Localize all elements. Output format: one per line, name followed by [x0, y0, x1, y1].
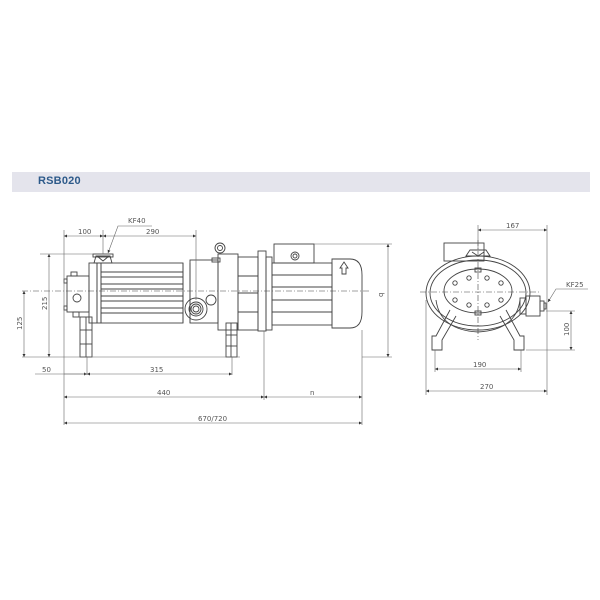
- label-dim-440: 440: [157, 389, 170, 397]
- front-view-labels: KF40 100 290 215 125 50 315 440 n 670/72…: [16, 217, 385, 423]
- front-view: [22, 242, 370, 358]
- label-dim-290: 290: [146, 228, 159, 236]
- model-header-bar: RSB020: [12, 172, 590, 192]
- label-dim-315: 315: [150, 366, 163, 374]
- label-dim-50: 50: [42, 366, 51, 374]
- side-view: [420, 240, 547, 351]
- label-dim-270: 270: [480, 383, 493, 391]
- label-kf25: KF25: [566, 281, 584, 289]
- side-view-labels: 167 KF25 100 190 270: [473, 222, 584, 391]
- label-dim-125: 125: [16, 317, 24, 330]
- label-dim-q: q: [377, 293, 385, 297]
- side-view-dimensions: [425, 225, 588, 395]
- label-dim-total: 670/720: [198, 415, 227, 423]
- label-dim-167: 167: [506, 222, 519, 230]
- label-dim-n: n: [310, 389, 314, 397]
- label-dim-100-side: 100: [563, 323, 571, 336]
- label-dim-215: 215: [41, 297, 49, 310]
- front-view-dimensions: [22, 225, 392, 425]
- label-kf40: KF40: [128, 217, 146, 225]
- model-title: RSB020: [38, 175, 81, 187]
- label-dim-100-top: 100: [78, 228, 91, 236]
- label-dim-190: 190: [473, 361, 486, 369]
